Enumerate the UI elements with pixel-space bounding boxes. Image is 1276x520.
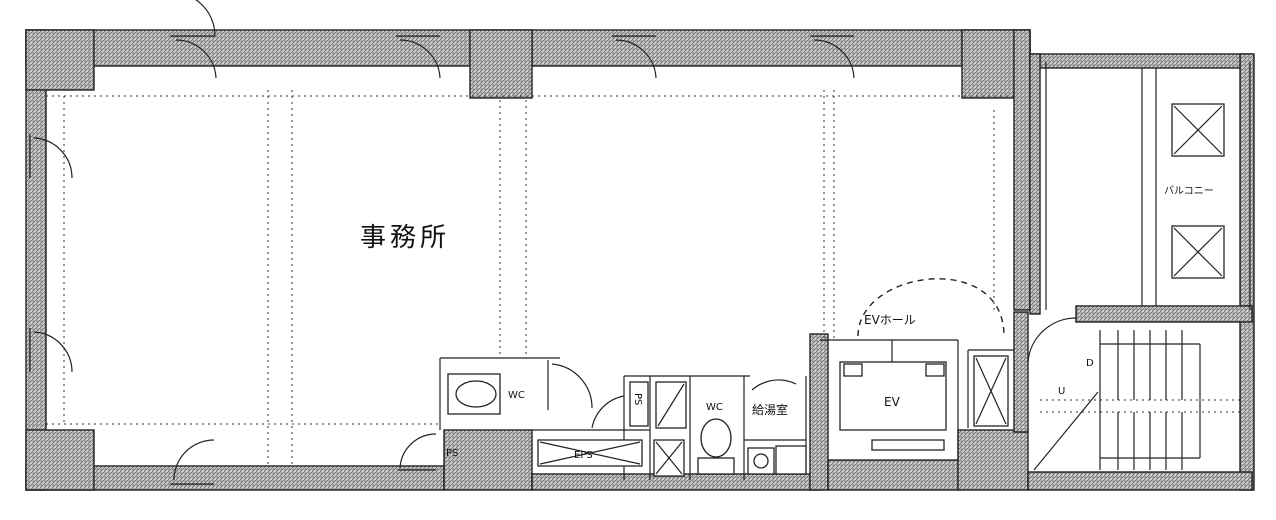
ps-label-1: PS bbox=[446, 448, 458, 459]
stair-down-label: D bbox=[1086, 358, 1094, 369]
toilet-2 bbox=[697, 418, 735, 475]
ps-shaft bbox=[629, 381, 687, 429]
toilet-1 bbox=[447, 373, 501, 415]
ev-hall-boundary bbox=[857, 278, 1005, 337]
wc-label-1: WC bbox=[508, 390, 525, 401]
wc-label-2: WC bbox=[706, 402, 723, 413]
elevator-car bbox=[839, 340, 947, 451]
office-label: 事務所 bbox=[360, 223, 450, 253]
kitchen-label: 給湯室 bbox=[752, 402, 788, 417]
eps-box bbox=[537, 439, 643, 467]
balcony-units bbox=[1171, 103, 1225, 279]
kitchen-fixtures bbox=[747, 445, 807, 475]
ev-label: EV bbox=[884, 395, 901, 409]
eps-label: EPS bbox=[574, 450, 593, 461]
stair-up-label: U bbox=[1058, 386, 1065, 397]
ps-label-2: PS bbox=[632, 393, 643, 405]
dotted-grid bbox=[46, 90, 1240, 464]
annex-walls bbox=[1027, 53, 1255, 491]
ev-hall-label: EVホール bbox=[864, 313, 916, 327]
doors bbox=[29, 0, 1077, 485]
ps-box-small bbox=[653, 439, 685, 477]
balcony-label: バルコニー bbox=[1164, 185, 1214, 197]
staircase bbox=[1033, 330, 1201, 471]
shaft-box bbox=[973, 355, 1009, 427]
outer-walls bbox=[25, 29, 1031, 491]
